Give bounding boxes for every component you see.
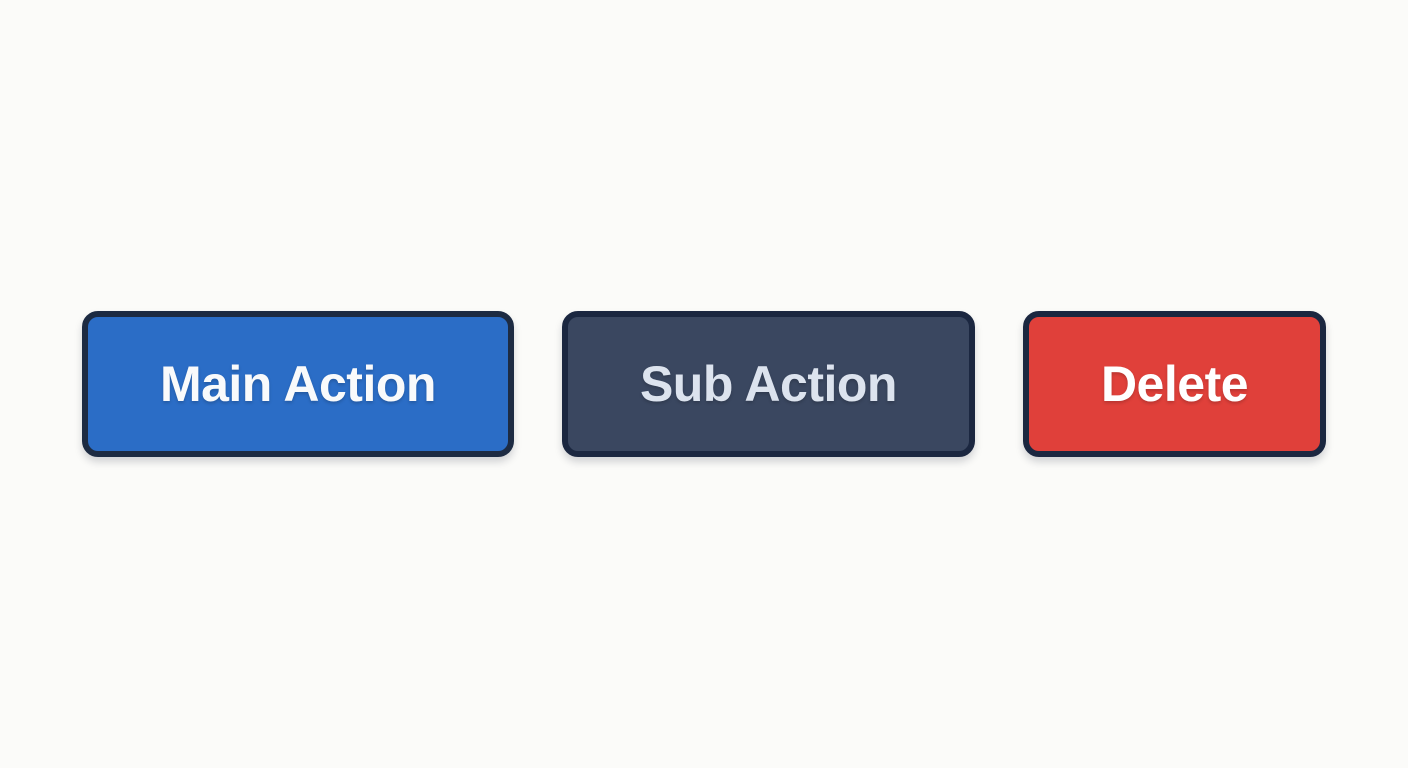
main-action-button[interactable]: Main Action [81, 311, 514, 457]
delete-button[interactable]: Delete [1022, 311, 1327, 457]
sub-action-button[interactable]: Sub Action [561, 311, 975, 457]
